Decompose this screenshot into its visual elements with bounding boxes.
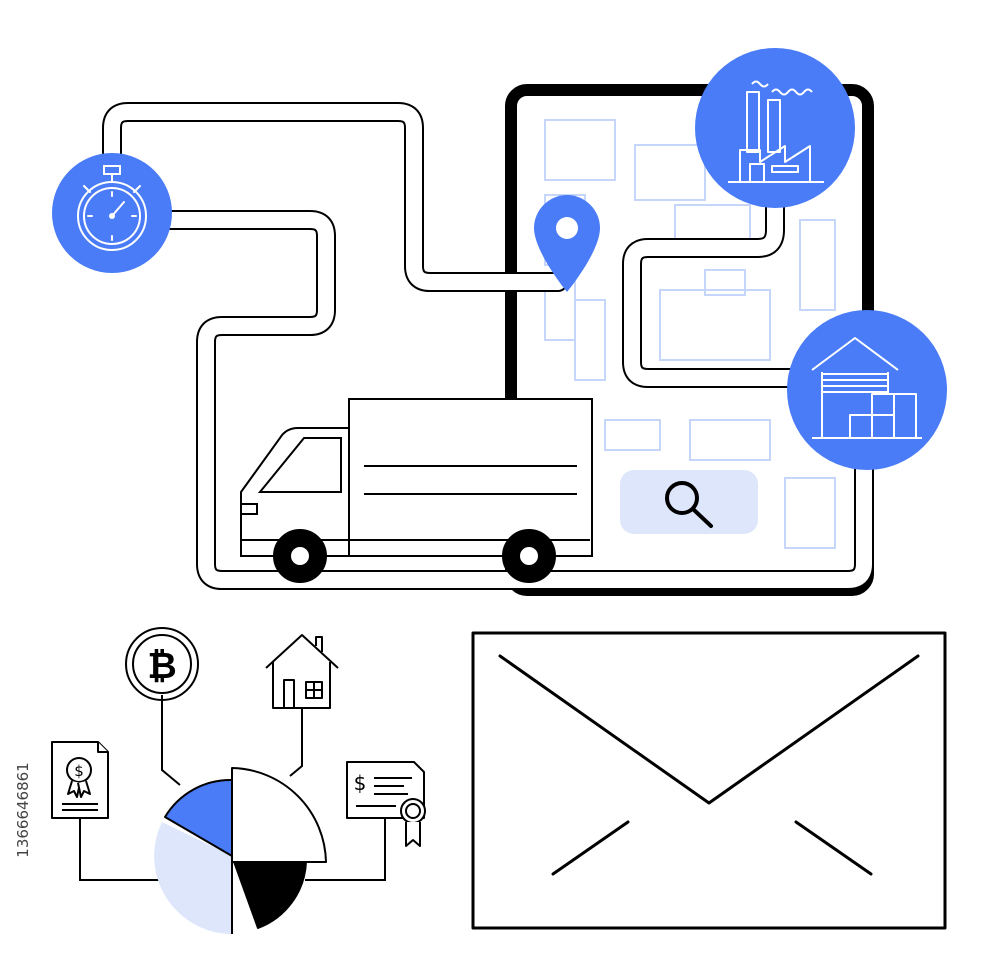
bitcoin-icon: ₿ xyxy=(125,627,199,701)
envelope-icon xyxy=(471,631,947,930)
pie-chart-icon xyxy=(154,767,327,934)
stock-id-label: 1366646861 xyxy=(14,762,32,857)
stock-id-text: 1366646861 xyxy=(14,762,32,857)
route-roads xyxy=(102,102,874,590)
delivery-truck-icon xyxy=(240,398,593,583)
stopwatch-icon xyxy=(52,153,172,273)
svg-text:₿: ₿ xyxy=(147,646,176,687)
finance-cluster: ₿ $ $ xyxy=(51,627,426,934)
map-blocks xyxy=(544,119,836,549)
house-icon xyxy=(265,634,339,709)
svg-text:$: $ xyxy=(354,771,367,795)
warehouse-icon xyxy=(787,310,947,470)
map-pin-icon xyxy=(534,195,600,292)
search-icon xyxy=(665,481,713,528)
contract-icon: $ xyxy=(346,761,426,847)
search-box[interactable] xyxy=(620,470,758,534)
svg-text:$: $ xyxy=(74,762,84,780)
dollar-certificate-icon: $ xyxy=(51,741,109,819)
factory-icon xyxy=(695,48,855,208)
